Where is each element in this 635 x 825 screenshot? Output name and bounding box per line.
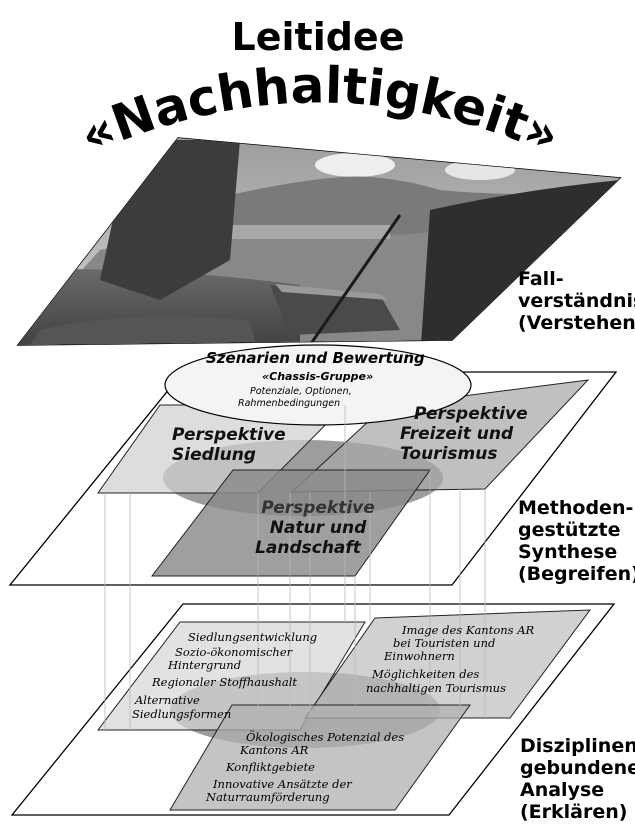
perspective-line: Landschaft [255,538,361,558]
siedlung-item: Regionaler Stoffhaushalt [152,675,298,689]
analysis-plane [10,603,616,816]
natur-item: Ökologisches Potenzial des [246,730,405,744]
siedlung-item: Sozio-ökonomischer [175,645,293,659]
siedlung-item: Siedlungsformen [132,707,232,721]
tourismus-item: Möglichkeiten des [372,667,480,681]
connector-lines [104,405,486,730]
tourismus-item: bei Touristen und [393,636,496,650]
perspective-line: Perspektive [172,425,286,445]
label-line: gebundene [520,757,635,779]
tourismus-item: nachhaltigen Tourismus [366,681,506,695]
siedlung-item: Hintergrund [168,658,242,672]
label-line: Synthese [518,541,618,563]
perspective-line: Freizeit und [400,424,514,444]
natur-item: Kantons AR [240,743,309,757]
perspective-freizeit: Perspektive Freizeit und Tourismus [400,404,528,464]
tourismus-item: Einwohnern [384,649,455,663]
label-line: Disziplinen- [520,735,635,757]
title-nachhaltigkeit: «Nachhaltigkeit» [72,56,568,165]
label-line: (Verstehen) [518,312,635,334]
label-analyse: Disziplinen- gebundene Analyse (Erklären… [520,735,635,823]
perspective-line: Siedlung [172,445,256,465]
tourismus-item: Image des Kantons AR [402,623,535,637]
label-line: Analyse [520,779,605,801]
label-line: (Erklären) [520,801,628,823]
synthesis-plane [8,344,618,586]
label-line: (Begreifen) [518,563,635,585]
scenario-detail: Potenziale, Optionen, [250,386,352,397]
perspective-natur: Perspektive Natur und Landschaft [248,498,388,558]
title-leitidee: Leitidee [232,15,405,59]
perspective-line: Tourismus [400,444,498,464]
perspective-line: Natur und [269,518,367,538]
label-line: Methoden- [518,497,634,519]
scenario-detail: Rahmenbedingungen [238,398,341,409]
label-fallverstaendnis: Fall- verständnis (Verstehen) [518,268,635,334]
label-line: verständnis [518,290,635,312]
scenario-ellipse [164,344,472,426]
label-line: Fall- [518,268,564,290]
scenario-title: Szenarien und Bewertung [206,349,425,367]
label-line: gestützte [518,519,621,541]
perspective-line: Perspektive [414,404,528,424]
perspective-line: Perspektive [261,498,375,518]
natur-item: Konfliktgebiete [226,760,315,774]
label-synthese: Methoden- gestützte Synthese (Begreifen) [518,497,635,585]
natur-item: Naturraumförderung [206,790,330,804]
siedlung-item: Alternative [135,693,200,707]
siedlung-item: Siedlungsentwicklung [188,630,318,644]
scenario-subtitle: «Chassis-Gruppe» [262,370,374,383]
natur-item: Innovative Ansätzte der [213,777,352,791]
perspective-siedlung: Perspektive Siedlung [172,425,286,465]
